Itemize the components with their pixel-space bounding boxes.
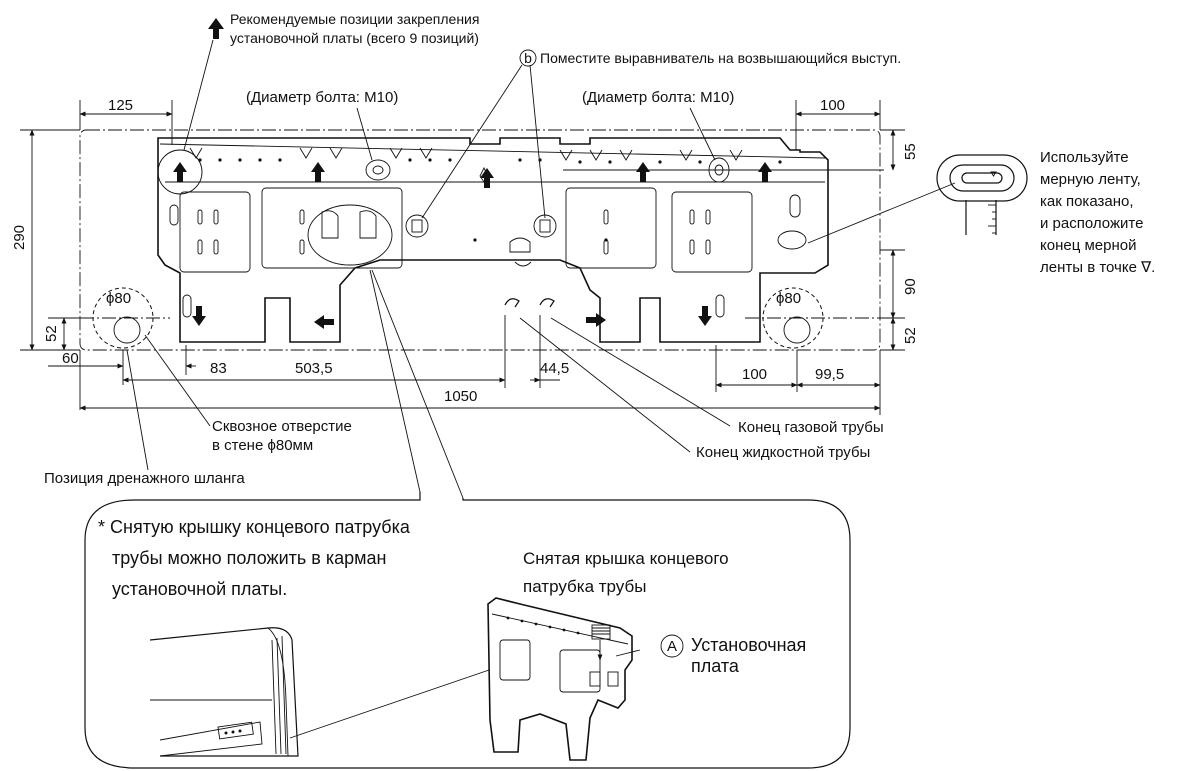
- tape-note-line2: мерную ленту,: [1040, 171, 1141, 188]
- tape-measure-illustration: [936, 154, 1028, 235]
- arrow-down-icon: [698, 306, 712, 326]
- callout-cover-line2: патрубка трубы: [523, 577, 646, 596]
- fixing-arrows: [173, 18, 772, 329]
- callout-box: * Снятую крышку концевого патрубка трубы…: [84, 492, 851, 769]
- through-hole-line2: в стене ϕ80мм: [212, 437, 313, 454]
- recommended-positions-line2: установочной платы (всего 9 позиций): [230, 30, 479, 46]
- arrow-up-icon: [758, 162, 772, 182]
- tape-note-line6: ленты в точке ∇.: [1040, 259, 1155, 276]
- arrow-up-icon: [311, 162, 325, 182]
- dim-right-low: 52: [902, 327, 919, 344]
- leveler-text: Поместите выравниватель на возвышающийся…: [540, 50, 901, 66]
- callout-plate-line1: Установочная: [691, 635, 806, 655]
- arrow-down-icon: [192, 306, 206, 326]
- tape-note-line3: как показано,: [1040, 193, 1134, 210]
- callout-note-line1: * Снятую крышку концевого патрубка: [98, 517, 411, 537]
- wall-outline: [79, 129, 881, 351]
- dimension-texts: 125 100 290 52 55 90 52 60 83 503,5 44,5…: [11, 97, 919, 405]
- bolt-right-label: (Диаметр болта: M10): [582, 89, 734, 106]
- callout-note-line3: установочной платы.: [112, 579, 287, 599]
- leveler-marker: b: [524, 50, 532, 66]
- callout-plate-line2: плата: [691, 656, 740, 676]
- arrow-up-icon: [208, 18, 224, 39]
- mini-plate-sketch: [487, 597, 641, 761]
- dim-left-height: 290: [11, 225, 28, 250]
- dim-top-right: 100: [820, 97, 845, 114]
- callout-cover-line1: Снятая крышка концевого: [523, 549, 729, 568]
- dim-bottom-99: 99,5: [815, 366, 844, 383]
- through-hole-line1: Сквозное отверстие: [212, 418, 352, 435]
- arrow-up-icon: [480, 168, 494, 188]
- dimension-lines: [20, 100, 905, 415]
- dim-bottom-1050: 1050: [444, 388, 477, 405]
- recommended-positions-line1: Рекомендуемые позиции закрепления: [230, 11, 479, 27]
- dim-bottom-60: 60: [62, 350, 79, 367]
- arrow-up-icon: [173, 162, 187, 182]
- callout-note-line2: трубы можно положить в карман: [112, 548, 386, 568]
- labels: Рекомендуемые позиции закрепления устано…: [44, 11, 1155, 487]
- tape-note-line4: и расположите: [1040, 215, 1143, 232]
- tape-note-line5: конец мерной: [1040, 237, 1136, 254]
- tape-note-line1: Используйте: [1040, 149, 1129, 166]
- dim-bottom-503: 503,5: [295, 360, 333, 377]
- drain-position-label: Позиция дренажного шланга: [44, 470, 245, 487]
- wall-holes: [80, 287, 880, 349]
- callout-plate-marker: A: [667, 638, 677, 655]
- dim-left-low: 52: [43, 325, 60, 342]
- installation-plate: [157, 137, 829, 343]
- dim-right-mid: 90: [902, 278, 919, 295]
- dim-bottom-100: 100: [742, 366, 767, 383]
- dim-bottom-44: 44,5: [540, 360, 569, 377]
- arrow-left-icon: [314, 315, 334, 329]
- dim-bottom-83: 83: [210, 360, 227, 377]
- arrow-up-icon: [636, 162, 650, 182]
- liquid-pipe-end-label: Конец жидкостной трубы: [696, 444, 870, 461]
- gas-pipe-end-label: Конец газовой трубы: [738, 419, 884, 436]
- dim-right-top: 55: [902, 143, 919, 160]
- hole-right-label: ϕ80: [776, 290, 801, 307]
- hole-left-label: ϕ80: [106, 290, 131, 307]
- arrow-right-icon: [586, 313, 606, 327]
- bolt-left-label: (Диаметр болта: M10): [246, 89, 398, 106]
- dim-top-left: 125: [108, 97, 133, 114]
